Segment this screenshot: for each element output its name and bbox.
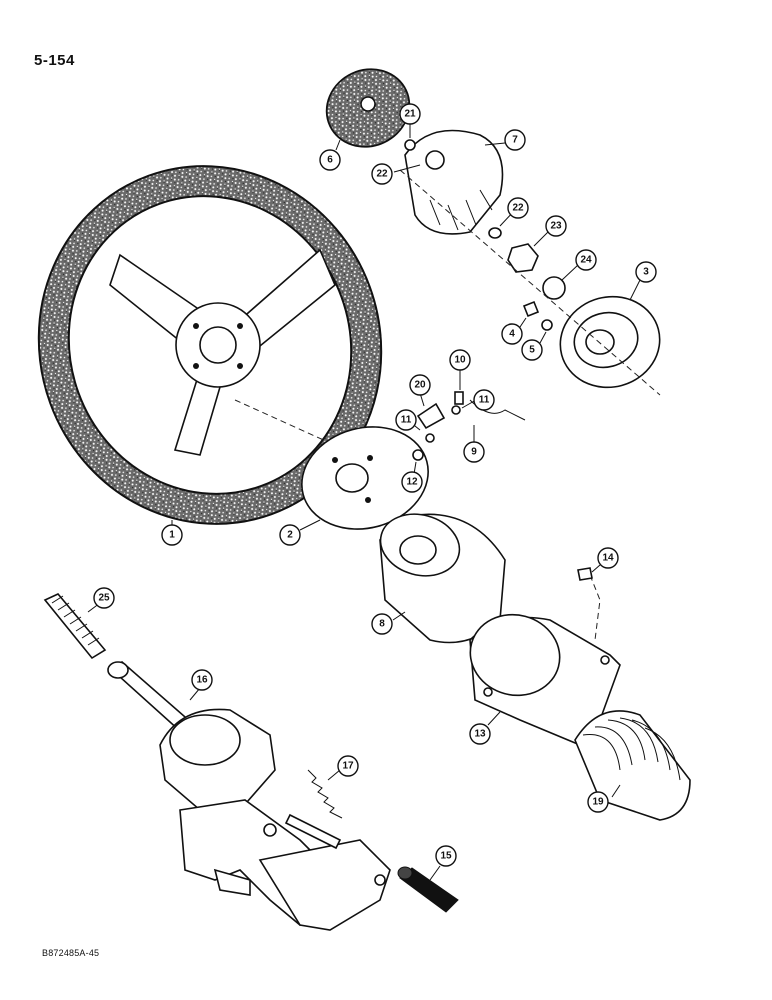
- callout-11-left: 11: [395, 409, 417, 431]
- part-23-nut: [507, 243, 539, 273]
- part-17-spring: [307, 769, 343, 819]
- callout-label: 19: [592, 797, 604, 808]
- callout-label: 3: [643, 267, 649, 278]
- callout-16: 16: [191, 669, 213, 691]
- callout-label: 11: [401, 415, 412, 426]
- page-number: 5-154: [34, 52, 75, 69]
- callout-label: 6: [327, 155, 333, 166]
- callout-1: 1: [161, 524, 183, 546]
- steering-hub: [559, 295, 661, 389]
- callout-label: 7: [512, 135, 518, 146]
- callout-label: 22: [512, 203, 524, 214]
- callout-19: 19: [587, 791, 609, 813]
- callout-23: 23: [545, 215, 567, 237]
- callout-label: 8: [379, 619, 385, 630]
- callout-20: 20: [409, 374, 431, 396]
- part-24-ring: [542, 276, 566, 300]
- callout-4: 4: [501, 323, 523, 345]
- callout-8: 8: [371, 613, 393, 635]
- column-boot: [574, 710, 691, 821]
- callout-label: 23: [550, 221, 562, 232]
- callout-label: 24: [580, 255, 592, 266]
- callout-6: 6: [319, 149, 341, 171]
- callout-label: 12: [406, 477, 418, 488]
- callout-label: 5: [529, 345, 535, 356]
- steering-cover: [404, 129, 504, 235]
- callout-9: 9: [463, 441, 485, 463]
- part-21-washer: [404, 139, 416, 151]
- part-5-nut: [541, 319, 553, 331]
- callout-label: 1: [169, 530, 175, 541]
- callout-label: 11: [479, 395, 490, 406]
- callout-label: 15: [440, 851, 452, 862]
- callout-label: 21: [404, 109, 416, 120]
- callout-label: 20: [414, 380, 426, 391]
- callout-10: 10: [449, 349, 471, 371]
- lever-knob: [397, 866, 459, 913]
- callout-label: 2: [287, 530, 293, 541]
- callout-17: 17: [337, 755, 359, 777]
- steering-column: [107, 661, 391, 931]
- callout-5: 5: [521, 339, 543, 361]
- horn-button: [325, 68, 411, 148]
- callout-21: 21: [399, 103, 421, 125]
- callout-13: 13: [469, 723, 491, 745]
- column-bracket: [469, 574, 621, 746]
- horn-switch-parts: [412, 391, 526, 461]
- callout-label: 16: [196, 675, 208, 686]
- callout-7: 7: [504, 129, 526, 151]
- callout-22-lower: 22: [507, 197, 529, 219]
- mounting-plate: [301, 426, 429, 530]
- callout-label: 14: [602, 553, 614, 564]
- callout-label: 10: [454, 355, 466, 366]
- callout-11-right: 11: [473, 389, 495, 411]
- part-4-bolt: [522, 300, 540, 318]
- callout-25: 25: [93, 587, 115, 609]
- callout-label: 22: [376, 169, 388, 180]
- callout-22-upper: 22: [371, 163, 393, 185]
- callout-label: 13: [474, 729, 486, 740]
- callout-label: 4: [509, 329, 515, 340]
- column-housing: [379, 513, 506, 644]
- callout-label: 17: [342, 761, 354, 772]
- callout-label: 9: [471, 447, 477, 458]
- part-22-washer: [488, 227, 502, 239]
- callout-14: 14: [597, 547, 619, 569]
- callout-3: 3: [635, 261, 657, 283]
- part-14-bolt: [577, 567, 593, 581]
- steering-wheel: [37, 165, 383, 525]
- callout-15: 15: [435, 845, 457, 867]
- callout-2: 2: [279, 524, 301, 546]
- callout-label: 25: [98, 593, 110, 604]
- callout-12: 12: [401, 471, 423, 493]
- callout-24: 24: [575, 249, 597, 271]
- figure-code: B872485A-45: [42, 948, 100, 958]
- shaft-spring: [43, 593, 107, 660]
